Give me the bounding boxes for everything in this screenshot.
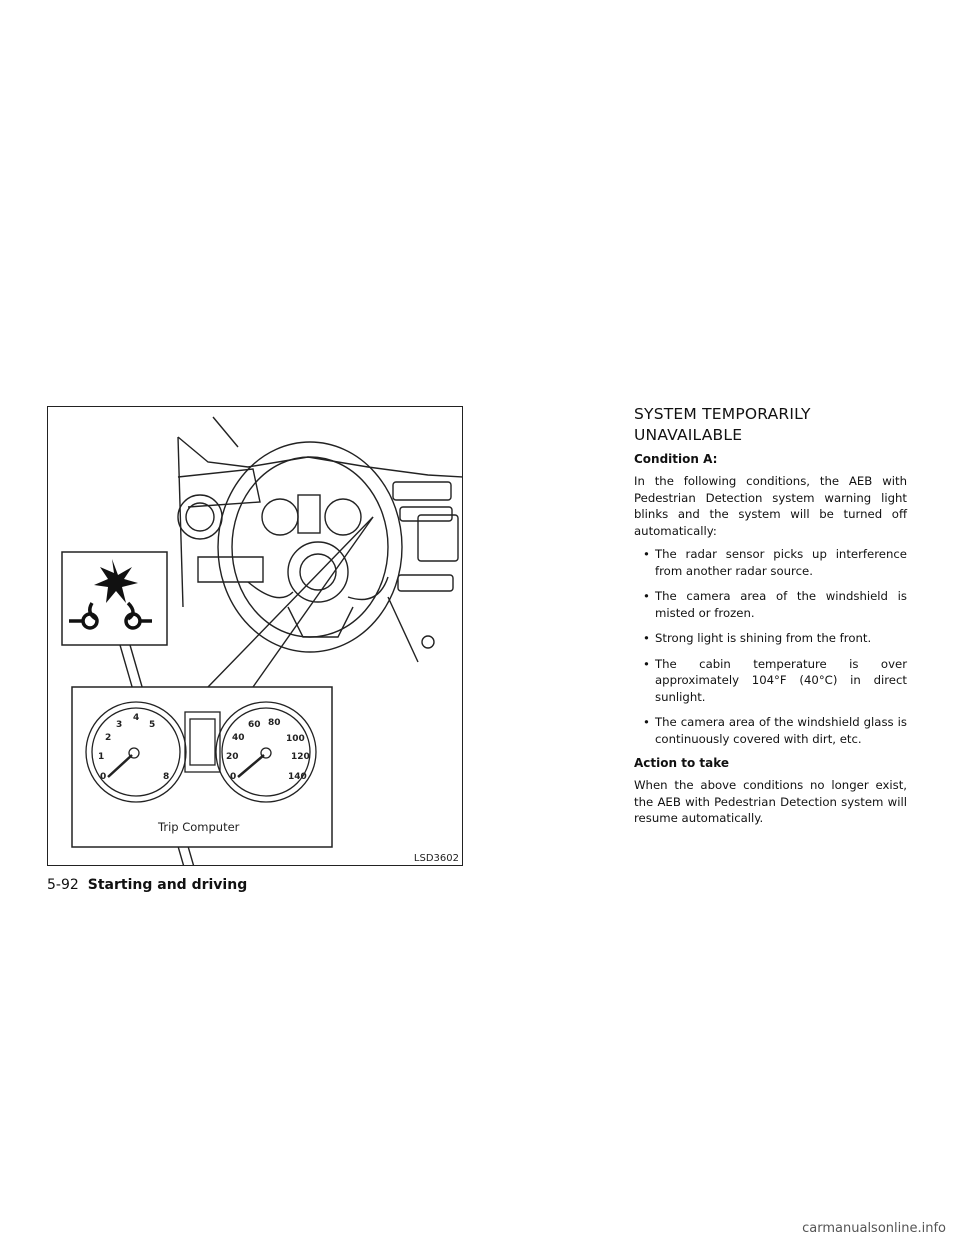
- action-label: Action to take: [634, 756, 730, 770]
- tach-8: 8: [163, 772, 169, 782]
- condition-label: Condition A:: [634, 452, 718, 466]
- instrument-cluster: [85, 701, 317, 803]
- list-item: Strong light is shining from the front.: [634, 630, 907, 647]
- speed-40: 40: [232, 733, 245, 743]
- list-item: The cabin temperature is over approximat…: [634, 656, 907, 706]
- tach-1: 1: [98, 752, 104, 762]
- speed-140: 140: [288, 772, 307, 782]
- speed-80: 80: [268, 718, 281, 728]
- watermark[interactable]: carmanualsonline.info: [802, 1221, 946, 1236]
- tach-0: 0: [100, 772, 106, 782]
- speed-0: 0: [230, 772, 236, 782]
- speed-60: 60: [248, 720, 261, 730]
- intro-paragraph: In the following conditions, the AEB wit…: [634, 474, 907, 538]
- speed-100: 100: [286, 734, 305, 744]
- trip-computer-label: Trip Computer: [158, 820, 240, 834]
- speed-20: 20: [226, 752, 239, 762]
- speed-120: 120: [291, 752, 310, 762]
- tach-5: 5: [149, 720, 155, 730]
- conditions-list: The radar sensor picks up interference f…: [634, 546, 907, 747]
- tach-2: 2: [105, 733, 111, 743]
- dashboard-illustration: 0 1 2 3 4 5 8 0 20 40 60 80 100 120 140 …: [47, 406, 463, 866]
- tach-3: 3: [116, 720, 122, 730]
- list-item: The radar sensor picks up interference f…: [634, 546, 907, 579]
- figure-code: LSD3602: [413, 853, 459, 864]
- list-item: The camera area of the windshield glass …: [634, 714, 907, 747]
- tach-4: 4: [133, 713, 139, 723]
- section-heading: SYSTEM TEMPORARILY UNAVAILABLE: [634, 405, 811, 444]
- action-paragraph: When the above conditions no longer exis…: [634, 778, 907, 825]
- list-item: The camera area of the windshield is mis…: [634, 588, 907, 621]
- aeb-warning-icon: [69, 559, 152, 630]
- text-column: SYSTEM TEMPORARILY UNAVAILABLE Condition…: [634, 404, 907, 834]
- page-number: 5-92: [47, 877, 79, 893]
- page-footer: 5-92 Starting and driving: [47, 877, 247, 893]
- dashboard-drawing: 0 1 2 3 4 5 8 0 20 40 60 80 100 120 140: [61, 416, 462, 865]
- footer-section-title: Starting and driving: [87, 877, 248, 893]
